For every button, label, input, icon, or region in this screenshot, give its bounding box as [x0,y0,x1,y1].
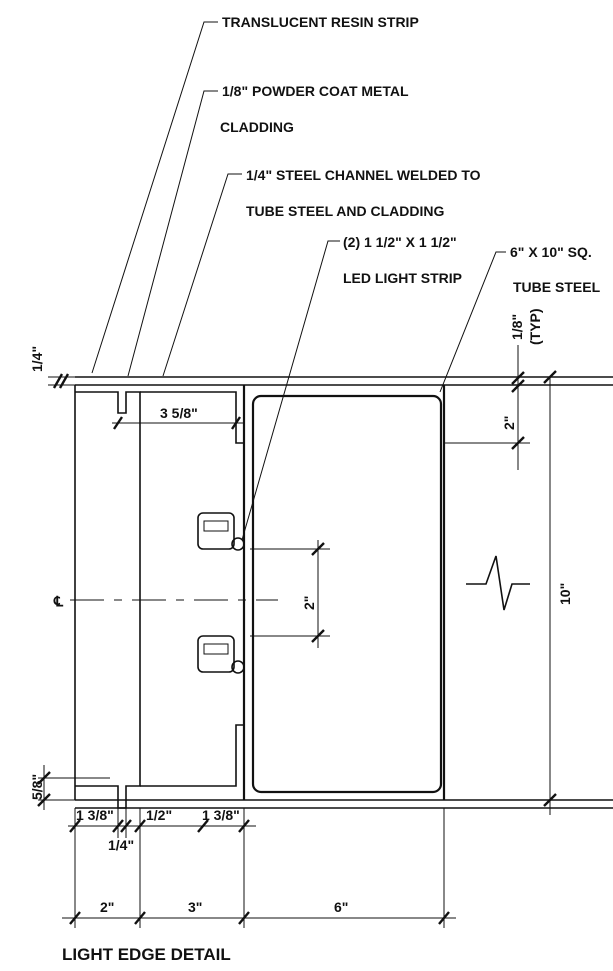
dim-label-three-five-eighths: 3 5/8" [160,405,198,421]
dim-row-lower: 2" 3" 6" [62,808,456,928]
dim-label-bottom-2: 2" [100,899,114,915]
dim-top-quarter: 1/4" [29,346,75,389]
led-light-strip-lower [197,635,245,674]
detail-title: LIGHT EDGE DETAIL [62,945,231,964]
leaders [91,21,506,541]
callout-channel-2: TUBE STEEL AND CLADDING [246,203,444,219]
dim-ten: 10" [543,370,573,815]
steel-channel [140,391,244,787]
detail-drawing: ℄ TRANSLUCENT RESIN STRIP 1/8" POWDER CO… [29,14,613,928]
dim-label-typ: (TYP) [527,308,543,345]
callout-channel-1: 1/4" STEEL CHANNEL WELDED TO [246,167,481,183]
dim-three-five-eighths: 3 5/8" [112,405,244,430]
dim-two-top: 2" [444,385,530,470]
break-line [466,555,530,611]
tube-steel [242,385,446,800]
dim-label-two-mid: 2" [301,596,317,610]
dim-label-bottom-1-3-8-right: 1 3/8" [202,807,240,823]
dim-two-mid: 2" [250,540,330,648]
dim-label-two-top: 2" [501,416,517,430]
dim-label-top-quarter: 1/4" [29,346,45,372]
callout-cladding-1: 1/8" POWDER COAT METAL [222,83,409,99]
dim-label-ten: 10" [557,583,573,605]
callout-led-1: (2) 1 1/2" X 1 1/2" [343,234,457,250]
dim-label-typ-eighth: 1/8" [509,314,525,340]
resin-strip-outline [74,385,141,809]
dim-label-bottom-3: 3" [188,899,202,915]
led-light-strip-upper [197,512,245,551]
dim-label-bottom-1-3-8-left: 1 3/8" [76,807,114,823]
callout-led-2: LED LIGHT STRIP [343,270,462,286]
callout-tube-1: 6" X 10" SQ. [510,244,592,260]
callout-tube-2: TUBE STEEL [513,279,601,295]
dim-five-eighths: 5/8" [29,765,110,810]
centerline: ℄ [53,593,278,609]
centerline-mark: ℄ [53,593,64,609]
dim-label-bottom-6: 6" [334,899,348,915]
bottom-cladding-lines [75,799,613,809]
dim-label-five-eighths: 5/8" [29,774,45,800]
dim-label-bottom-1-4: 1/4" [108,837,134,853]
dim-label-bottom-1-2: 1/2" [146,807,172,823]
callout-resin-strip: TRANSLUCENT RESIN STRIP [222,14,419,30]
top-cladding-lines [75,376,613,386]
dim-typ-eighth: 1/8" (TYP) [509,308,543,395]
dim-row-upper: 1 3/8" 1/2" 1 3/8" 1/4" [68,807,256,853]
callout-cladding-2: CLADDING [220,119,294,135]
